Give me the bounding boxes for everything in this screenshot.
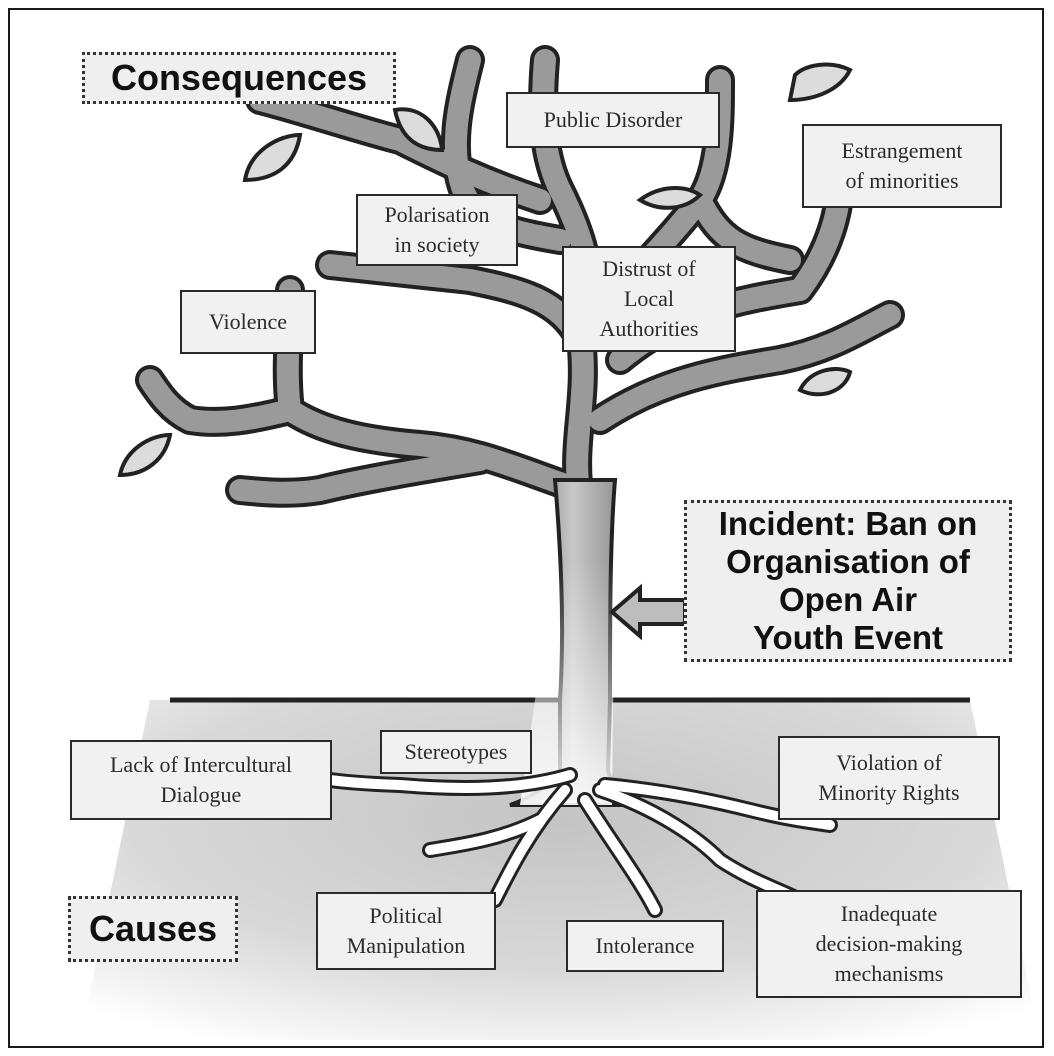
consequence-polarisation-in-society: Polarisation in society [356,194,518,266]
consequences-heading: Consequences [82,52,396,104]
cause-intolerance: Intolerance [566,920,724,972]
leaf [797,367,853,397]
tree-leaves [117,62,853,478]
incident-heading: Incident: Ban on Organisation of Open Ai… [684,500,1012,662]
leaf [787,62,853,103]
incident-arrow [608,583,687,641]
causes-heading: Causes [68,896,238,962]
cause-inadequate-decision-making-mechanisms: Inadequate decision-making mechanisms [756,890,1022,998]
leaf [117,432,173,478]
consequence-violence: Violence [180,290,316,354]
leaf [392,107,445,153]
cause-lack-of-intercultural-dialogue: Lack of Intercultural Dialogue [70,740,332,820]
consequence-public-disorder: Public Disorder [506,92,720,148]
cause-violation-of-minority-rights: Violation of Minority Rights [778,736,1000,820]
leaf [242,132,303,183]
diagram-frame [8,8,1044,1048]
leaf [636,186,704,210]
consequence-distrust-of-local-authorities: Distrust of Local Authorities [562,246,736,352]
tree-roots [322,767,838,918]
consequence-estrangement-of-minorities: Estrangement of minorities [802,124,1002,208]
cause-political-manipulation: Political Manipulation [316,892,496,970]
cause-stereotypes: Stereotypes [380,730,532,774]
